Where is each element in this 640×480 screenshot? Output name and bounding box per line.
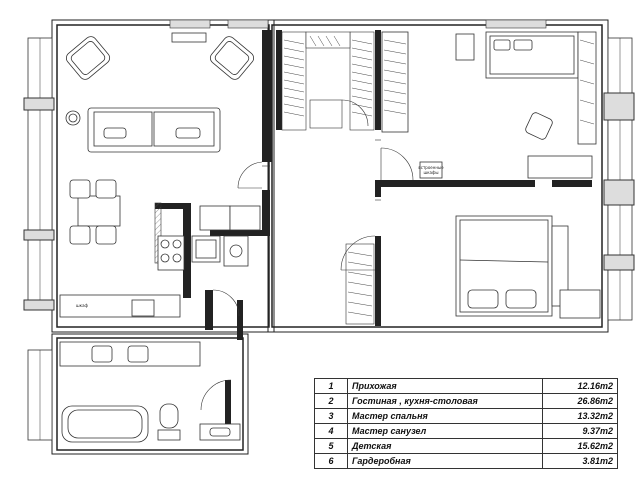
room-area: 13.32m2 (542, 408, 618, 424)
shelf-label: встроенные шкафы (418, 165, 444, 175)
armchair-left (65, 36, 111, 80)
room-area: 3.81m2 (542, 453, 618, 469)
living-room-furniture (59, 32, 255, 318)
internal-walls (155, 30, 592, 430)
room-number: 5 (314, 438, 348, 454)
kitchen (157, 205, 261, 271)
room-name: Мастер спальня (347, 408, 543, 424)
top-wall-segments (169, 19, 547, 29)
room-name: Гардеробная (347, 453, 543, 469)
room-number: 2 (314, 393, 348, 409)
room-name: Гостиная , кухня-столовая (347, 393, 543, 409)
cabinet-label: шкаф (76, 303, 88, 308)
bathroom-fixtures (59, 341, 241, 443)
windows-right (603, 37, 635, 321)
hall-wardrobe (281, 31, 375, 131)
room-area: 26.86m2 (542, 393, 618, 409)
room-number: 4 (314, 423, 348, 439)
room-name: Прихожая (347, 378, 543, 394)
room-number: 6 (314, 453, 348, 469)
children-room-shelf-lines (383, 39, 595, 125)
door-arcs (200, 99, 414, 411)
room-area: 12.16m2 (542, 378, 618, 394)
bedroom-wardrobe (345, 243, 375, 325)
armchair-right (209, 36, 255, 80)
hanger-lines (283, 35, 373, 117)
room-number: 3 (314, 408, 348, 424)
bedroom-furniture (455, 215, 601, 319)
room-name: Детская (347, 438, 543, 454)
room-number: 1 (314, 378, 348, 394)
room-name: Мастер санузел (347, 423, 543, 439)
children-room-furniture (381, 31, 597, 179)
room-area: 9.37m2 (542, 423, 618, 439)
windows-left (23, 37, 55, 441)
door-openings (262, 139, 381, 201)
room-area: 15.62m2 (542, 438, 618, 454)
